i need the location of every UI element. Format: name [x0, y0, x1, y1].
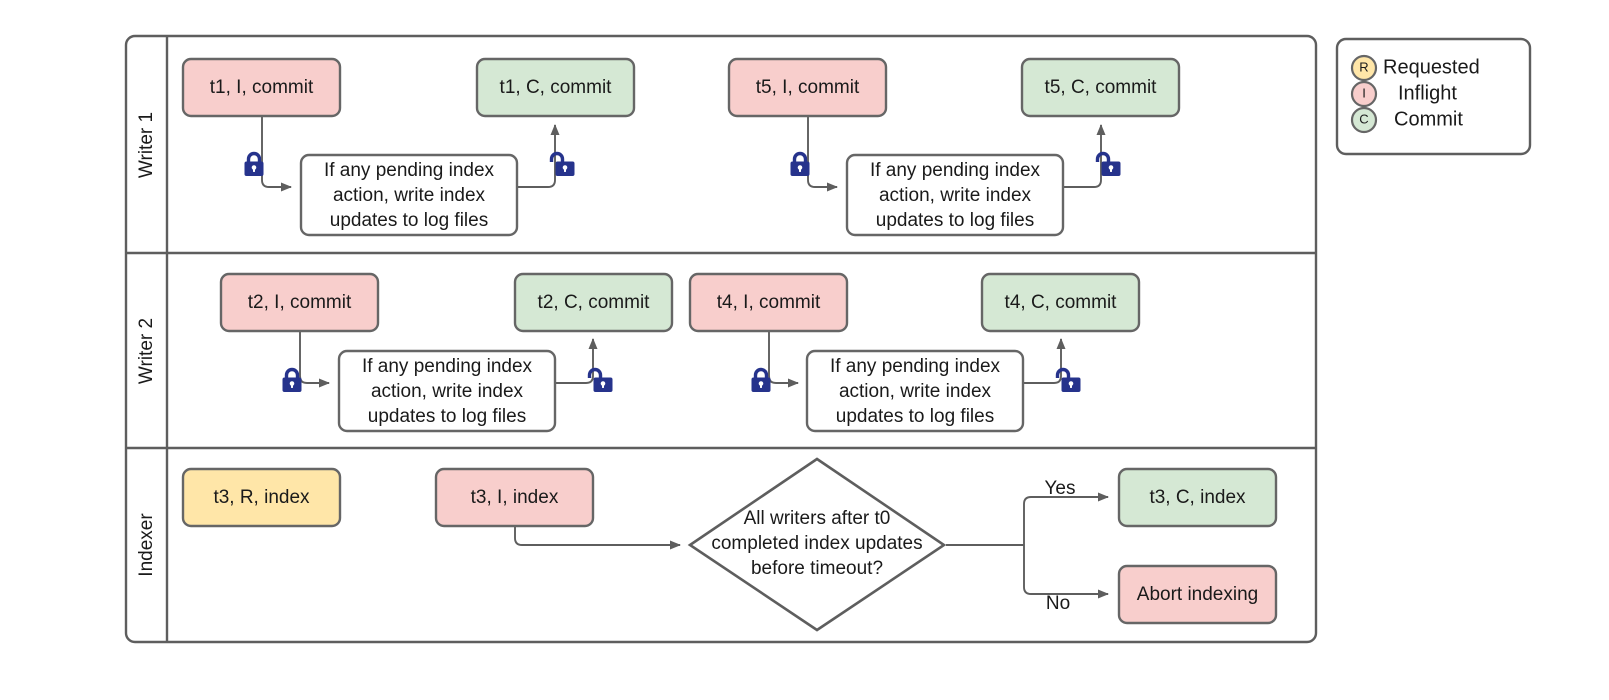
node-w1-process-1[interactable] — [299, 153, 519, 237]
lane-label-writer2: Writer 2 — [136, 318, 157, 384]
legend-badge-inflight — [1350, 80, 1378, 108]
node-w2-t2-inflight-label: t2, I, commit — [248, 292, 352, 313]
edge-w1-t5-inflight-to-process — [807, 116, 838, 192]
node-w2-process-1-line2: action, write index — [371, 381, 524, 402]
node-decision-line3: before timeout? — [751, 558, 883, 579]
edge-w2-t4-process-to-commit — [1024, 338, 1066, 384]
pool-frame — [124, 34, 1318, 644]
edge-decision-no — [1023, 545, 1109, 599]
node-w2-process-2[interactable] — [805, 349, 1025, 433]
lock-closed-icon — [751, 367, 771, 392]
node-w2-process-2-line3: updates to log files — [836, 406, 994, 427]
legend-badge-letter-r: R — [1359, 59, 1368, 74]
lock-open-icon — [1055, 367, 1081, 392]
edge-label-yes: Yes — [1045, 478, 1076, 499]
node-indexer-abort[interactable] — [1117, 564, 1278, 625]
node-indexer-t3-inflight-label: t3, I, index — [471, 487, 559, 508]
legend-label-commit: Commit — [1394, 108, 1463, 130]
edge-w2-t2-inflight-to-process — [299, 330, 330, 388]
node-w2-process-1-line3: updates to log files — [368, 406, 526, 427]
edge-w2-t2-process-to-commit — [556, 338, 598, 384]
node-w2-process-2-line2: action, write index — [839, 381, 992, 402]
node-w1-process-2[interactable] — [845, 153, 1065, 237]
node-w1-t1-commit[interactable] — [475, 57, 636, 118]
legend-badge-requested — [1350, 54, 1378, 82]
node-w2-process-1[interactable] — [337, 349, 557, 433]
legend-label-inflight: Inflight — [1398, 82, 1457, 104]
node-w2-t4-commit[interactable] — [980, 272, 1141, 333]
node-w1-process-2-line3: updates to log files — [876, 210, 1034, 231]
edge-decision-yes — [1023, 492, 1109, 545]
node-indexer-t3-inflight[interactable] — [434, 467, 595, 528]
node-w2-process-1-line1: If any pending index — [362, 356, 533, 377]
edge-w1-inflight-to-process — [261, 116, 292, 192]
node-w2-t4-commit-label: t4, C, commit — [1005, 292, 1118, 313]
node-w2-process-2-line1: If any pending index — [830, 356, 1001, 377]
node-w2-t2-commit-label: t2, C, commit — [538, 292, 651, 313]
node-w2-t2-inflight[interactable] — [219, 272, 380, 333]
node-indexer-t3-commit[interactable] — [1117, 467, 1278, 528]
legend-item-inflight: I Inflight — [1350, 80, 1457, 108]
edge-indexer-inflight-to-decision — [514, 525, 681, 550]
node-w1-t1-inflight[interactable] — [181, 57, 342, 118]
node-w1-t1-commit-label: t1, C, commit — [500, 77, 613, 98]
node-w1-process-2-line1: If any pending index — [870, 160, 1041, 181]
edge-w1-t5-process-to-commit — [1064, 124, 1106, 188]
legend-item-requested: R Requested — [1350, 54, 1480, 82]
edge-label-no: No — [1046, 593, 1070, 614]
node-indexer-t3-requested[interactable] — [181, 467, 342, 528]
node-decision-line2: completed index updates — [711, 533, 922, 554]
lane-label-writer1: Writer 1 — [136, 112, 157, 178]
node-w1-t1-inflight-label: t1, I, commit — [210, 77, 314, 98]
legend-label-requested: Requested — [1383, 56, 1480, 78]
node-w1-process-1-line2: action, write index — [333, 185, 486, 206]
node-w1-t5-commit-label: t5, C, commit — [1045, 77, 1158, 98]
node-indexer-abort-label: Abort indexing — [1137, 584, 1258, 605]
node-w2-t4-inflight-label: t4, I, commit — [717, 292, 821, 313]
lock-closed-icon — [790, 151, 810, 176]
node-w1-process-2-line2: action, write index — [879, 185, 1032, 206]
edge-w2-t4-inflight-to-process — [768, 330, 799, 388]
lock-open-icon — [549, 151, 575, 176]
node-decision-line1: All writers after t0 — [744, 508, 891, 529]
edge-w1-process-to-commit — [518, 124, 560, 188]
node-w1-t5-inflight[interactable] — [727, 57, 888, 118]
lock-open-icon — [1095, 151, 1121, 176]
node-indexer-t3-commit-label: t3, C, index — [1149, 487, 1246, 508]
node-indexer-t3-requested-label: t3, R, index — [213, 487, 310, 508]
lock-open-icon — [587, 367, 613, 392]
legend-badge-letter-c: C — [1359, 111, 1368, 126]
node-w1-t5-commit[interactable] — [1020, 57, 1181, 118]
node-w1-process-1-line3: updates to log files — [330, 210, 488, 231]
node-decision-diamond[interactable] — [687, 457, 947, 632]
legend-badge-commit — [1350, 106, 1378, 134]
legend-badge-letter-i: I — [1362, 85, 1366, 100]
node-w2-t2-commit[interactable] — [513, 272, 674, 333]
legend-item-commit: C Commit — [1350, 106, 1463, 134]
lock-closed-icon — [282, 367, 302, 392]
lock-closed-icon — [244, 151, 264, 176]
lane-label-indexer: Indexer — [136, 513, 157, 577]
legend-panel — [1335, 37, 1532, 156]
node-w1-t5-inflight-label: t5, I, commit — [756, 77, 860, 98]
node-w2-t4-inflight[interactable] — [688, 272, 849, 333]
node-w1-process-1-line1: If any pending index — [324, 160, 495, 181]
